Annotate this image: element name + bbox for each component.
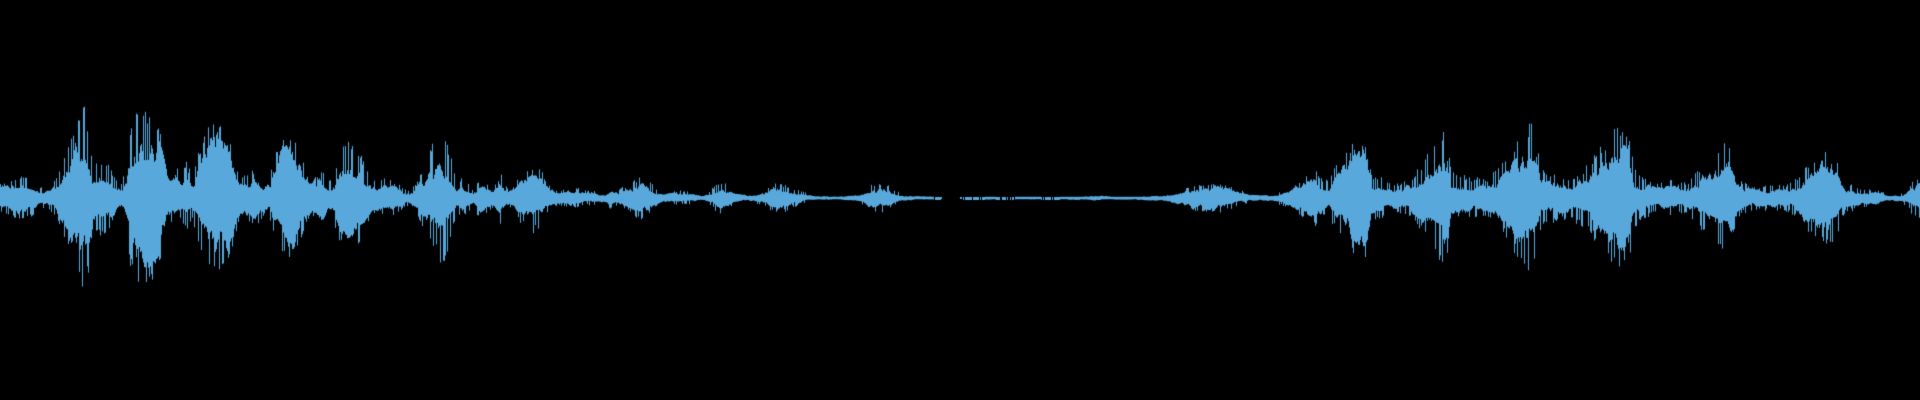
waveform-screen [0, 0, 1920, 400]
audio-waveform-canvas[interactable] [0, 0, 1920, 400]
